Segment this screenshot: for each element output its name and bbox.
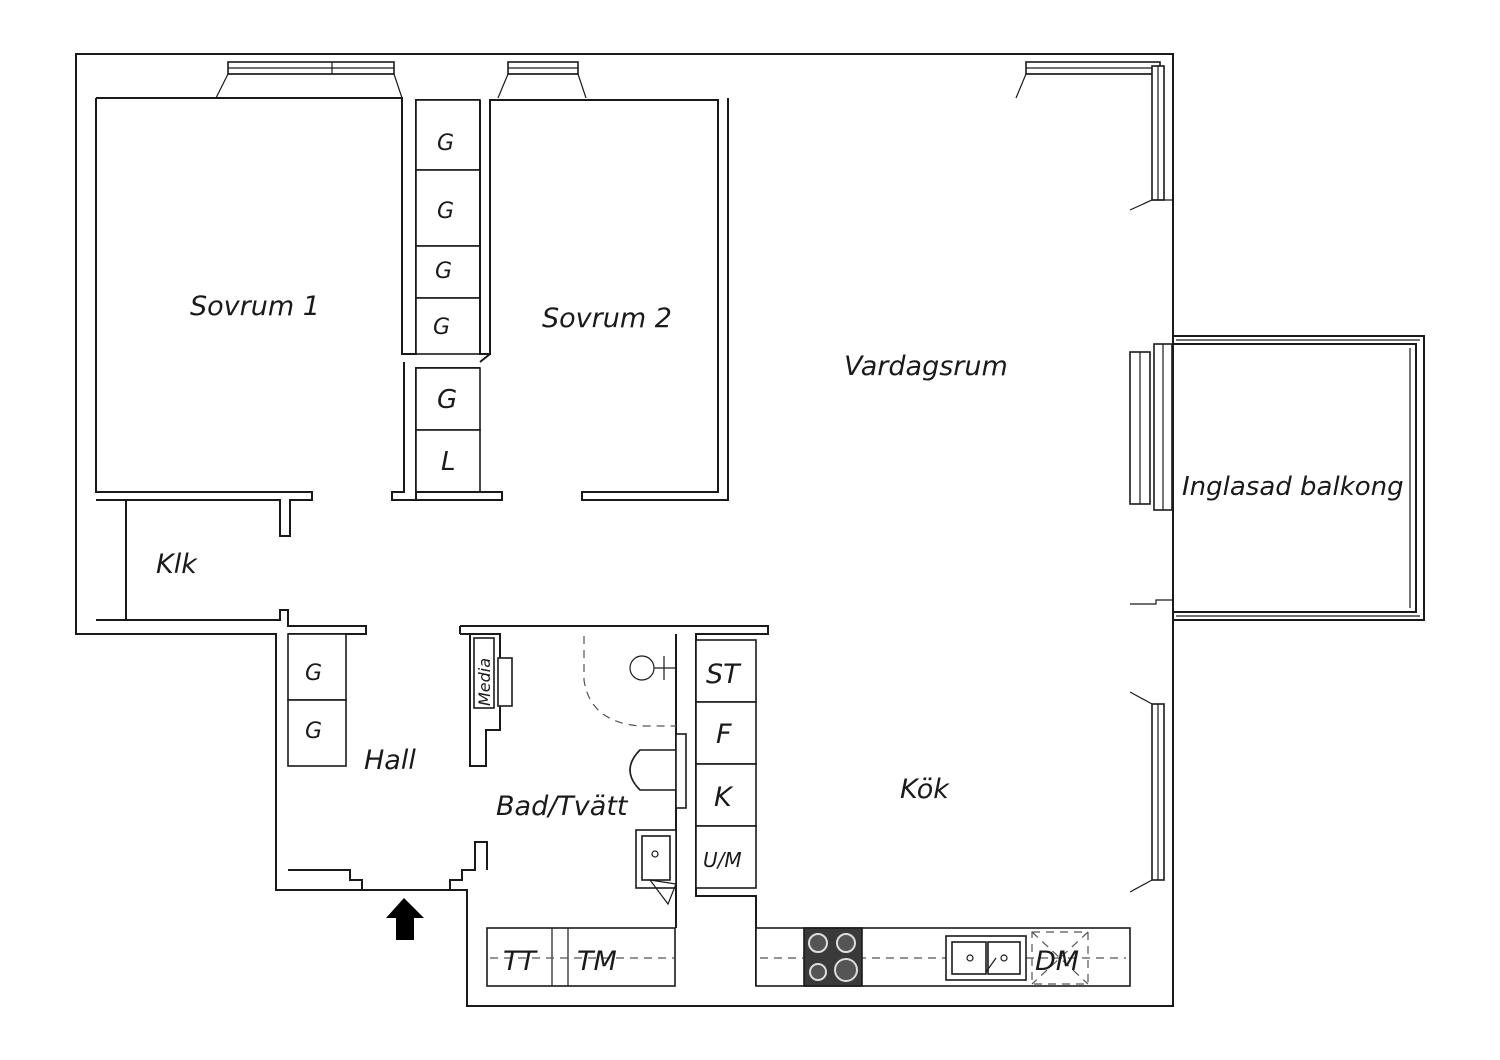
window-kok — [1129, 691, 1165, 893]
dishwasher — [1031, 931, 1089, 985]
label-balkong: Inglasad balkong — [1182, 472, 1404, 502]
sovrum2-walls — [479, 98, 729, 501]
window-vardagsrum-top — [1015, 61, 1172, 211]
label-wardrobe-3: G — [435, 259, 452, 284]
label-hall-wardrobe-1: G — [305, 661, 322, 686]
entrance-arrow — [386, 898, 424, 940]
linen-closet — [415, 429, 481, 493]
label-vardagsrum: Vardagsrum — [844, 351, 1008, 382]
label-um: U/M — [703, 848, 742, 872]
bathroom-walls — [459, 625, 769, 986]
kitchen-tall-units — [695, 639, 757, 889]
label-media: Media — [475, 658, 494, 706]
label-linen: L — [441, 447, 456, 477]
label-bad: Bad/Tvätt — [496, 791, 629, 822]
closet-bottom — [416, 491, 503, 501]
klk-room — [96, 500, 367, 635]
label-sovrum2: Sovrum 2 — [542, 303, 672, 334]
label-k: K — [714, 782, 734, 813]
wardrobe-5 — [415, 367, 481, 431]
label-kok: Kök — [900, 774, 950, 805]
label-st: ST — [706, 659, 742, 690]
stove — [803, 927, 863, 987]
label-hall: Hall — [364, 745, 416, 776]
laundry-units — [486, 927, 676, 987]
label-tt: TT — [503, 946, 538, 977]
label-dm: DM — [1035, 946, 1079, 977]
label-wardrobe-4: G — [433, 315, 450, 340]
interior-area — [96, 98, 1130, 986]
wardrobe-4 — [415, 297, 481, 355]
label-wardrobe-5: G — [437, 385, 457, 415]
window-sovrum2 — [497, 61, 587, 99]
hall-walls — [287, 633, 488, 890]
label-f: F — [716, 719, 732, 750]
wardrobe-1 — [415, 99, 481, 171]
label-wardrobe-1: G — [437, 131, 454, 156]
label-wardrobe-2: G — [437, 199, 454, 224]
label-klk: Klk — [156, 549, 198, 580]
label-sovrum1: Sovrum 1 — [190, 291, 320, 322]
window-sovrum1 — [215, 61, 403, 99]
sink — [945, 935, 1027, 981]
sovrum2-left-wall — [479, 353, 491, 363]
glazed-balcony — [1129, 335, 1425, 621]
sovrum1-bottom-wall — [95, 98, 313, 537]
label-tm: TM — [577, 946, 617, 977]
label-hall-wardrobe-2: G — [305, 719, 322, 744]
